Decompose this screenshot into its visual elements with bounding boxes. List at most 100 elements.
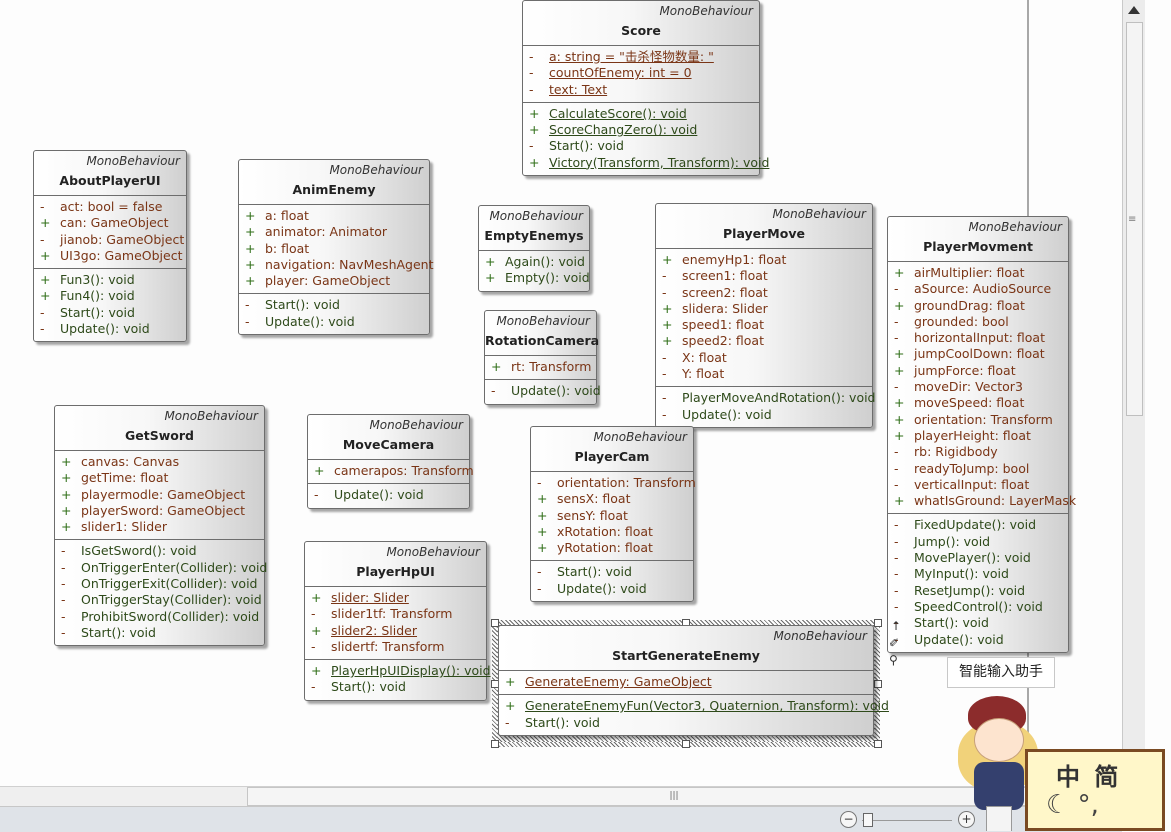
operation-row[interactable]: +ScoreChangZero(): void: [523, 122, 759, 138]
horizontal-scrollbar[interactable]: |||: [0, 786, 1122, 807]
zoom-out-button[interactable]: −: [840, 811, 857, 828]
operation-row[interactable]: -IsGetSword(): void: [55, 543, 264, 559]
horizontal-scroll-thumb[interactable]: |||: [247, 787, 1101, 806]
attribute-row[interactable]: +airMultiplier: float: [888, 265, 1068, 281]
attribute-row[interactable]: +b: float: [239, 241, 429, 257]
attribute-row[interactable]: -X: float: [656, 350, 872, 366]
attribute-row[interactable]: +orientation: Transform: [888, 412, 1068, 428]
operation-row[interactable]: -SpeedControl(): void: [888, 599, 1068, 615]
attribute-row[interactable]: +xRotation: float: [531, 524, 693, 540]
operation-row[interactable]: -Start(): void: [305, 679, 486, 695]
operation-row[interactable]: -Update(): void: [308, 487, 469, 503]
operation-row[interactable]: -OnTriggerExit(Collider): void: [55, 576, 264, 592]
attribute-row[interactable]: +enemyHp1: float: [656, 252, 872, 268]
resize-handle-s[interactable]: [682, 740, 690, 748]
zoom-in-button[interactable]: +: [958, 811, 975, 828]
ime-status-box[interactable]: 中 简 ☾ °,: [1025, 749, 1165, 831]
attribute-row[interactable]: +moveSpeed: float: [888, 395, 1068, 411]
attribute-row[interactable]: +slider: Slider: [305, 590, 486, 606]
attribute-row[interactable]: -Y: float: [656, 366, 872, 382]
attribute-row[interactable]: -screen2: float: [656, 285, 872, 301]
operation-row[interactable]: +PlayerHpUIDisplay(): void: [305, 663, 491, 679]
operation-row[interactable]: -Start(): void: [531, 564, 693, 580]
operation-row[interactable]: -Update(): void: [485, 383, 601, 399]
operation-row[interactable]: -PlayerMoveAndRotation(): void: [656, 390, 876, 406]
attribute-row[interactable]: +getTime: float: [55, 470, 264, 486]
resize-handle-se[interactable]: [874, 740, 882, 748]
operation-row[interactable]: -Jump(): void: [888, 534, 1068, 550]
operation-row[interactable]: -Update(): void: [34, 321, 186, 337]
attribute-row[interactable]: -jianob: GameObject: [34, 232, 186, 248]
attribute-row[interactable]: +animator: Animator: [239, 224, 429, 240]
vertical-scrollbar[interactable]: [1122, 0, 1145, 831]
operation-row[interactable]: +GenerateEnemyFun(Vector3, Quaternion, T…: [499, 698, 889, 714]
attribute-row[interactable]: +speed1: float: [656, 317, 872, 333]
attribute-row[interactable]: +sensY: float: [531, 508, 693, 524]
attribute-row[interactable]: +speed2: float: [656, 333, 872, 349]
operation-row[interactable]: -Start(): void: [499, 715, 873, 731]
resize-handle-ne[interactable]: [874, 619, 882, 627]
operation-row[interactable]: -Update(): void: [239, 314, 429, 330]
attribute-row[interactable]: -text: Text: [523, 82, 759, 98]
attribute-row[interactable]: +playermodle: GameObject: [55, 487, 264, 503]
operation-row[interactable]: -Update(): void: [531, 581, 693, 597]
attribute-row[interactable]: -act: bool = false: [34, 199, 186, 215]
operation-row[interactable]: -OnTriggerEnter(Collider): void: [55, 560, 267, 576]
attribute-row[interactable]: +groundDrag: float: [888, 298, 1068, 314]
attribute-row[interactable]: +playerSword: GameObject: [55, 503, 264, 519]
attribute-row[interactable]: +can: GameObject: [34, 215, 186, 231]
operation-row[interactable]: -OnTriggerStay(Collider): void: [55, 592, 264, 608]
attribute-row[interactable]: -readyToJump: bool: [888, 461, 1068, 477]
operation-row[interactable]: -ResetJump(): void: [888, 583, 1068, 599]
attribute-row[interactable]: +slider1: Slider: [55, 519, 264, 535]
attribute-row[interactable]: +GenerateEnemy: GameObject: [499, 674, 873, 690]
attribute-row[interactable]: -moveDir: Vector3: [888, 379, 1068, 395]
ime-mascot-widget[interactable]: 中 简 ☾ °,: [938, 692, 1171, 831]
operation-row[interactable]: +CalculateScore(): void: [523, 106, 759, 122]
magnifier-icon[interactable]: ⚲: [889, 653, 898, 667]
attribute-row[interactable]: +playerHeight: float: [888, 428, 1068, 444]
zoom-slider-knob[interactable]: [863, 813, 873, 827]
attribute-row[interactable]: -horizontalInput: float: [888, 330, 1068, 346]
attribute-row[interactable]: +slider2: Slider: [305, 623, 486, 639]
operation-row[interactable]: +Fun3(): void: [34, 272, 186, 288]
attribute-row[interactable]: +jumpCoolDown: float: [888, 346, 1068, 362]
attribute-row[interactable]: -rb: Rigidbody: [888, 444, 1068, 460]
attribute-row[interactable]: -slidertf: Transform: [305, 639, 486, 655]
attribute-row[interactable]: +yRotation: float: [531, 540, 693, 556]
attribute-row[interactable]: -orientation: Transform: [531, 475, 696, 491]
arrow-up-icon[interactable]: ↑: [891, 619, 902, 633]
operation-row[interactable]: -Update(): void: [888, 632, 1068, 648]
operation-row[interactable]: -Start(): void: [523, 138, 759, 154]
resize-handle-nw[interactable]: [491, 619, 499, 627]
attribute-row[interactable]: -aSource: AudioSource: [888, 281, 1068, 297]
attribute-row[interactable]: +whatIsGround: LayerMask: [888, 493, 1076, 509]
resize-handle-sw[interactable]: [491, 740, 499, 748]
operation-row[interactable]: -Start(): void: [34, 305, 186, 321]
attribute-row[interactable]: -countOfEnemy: int = 0: [523, 65, 759, 81]
zoom-slider-track[interactable]: [862, 820, 952, 821]
attribute-row[interactable]: +UI3go: GameObject: [34, 248, 186, 264]
attribute-row[interactable]: +a: float: [239, 208, 429, 224]
operation-row[interactable]: -FixedUpdate(): void: [888, 517, 1068, 533]
operation-row[interactable]: -Start(): void: [888, 615, 1068, 631]
resize-handle-e[interactable]: [874, 680, 882, 688]
attribute-row[interactable]: +canvas: Canvas: [55, 454, 264, 470]
paint-brush-icon[interactable]: ✐: [889, 636, 900, 650]
operation-row[interactable]: +Fun4(): void: [34, 288, 186, 304]
attribute-row[interactable]: +rt: Transform: [485, 359, 596, 375]
operation-row[interactable]: -Update(): void: [656, 407, 872, 423]
attribute-row[interactable]: -verticalInput: float: [888, 477, 1068, 493]
